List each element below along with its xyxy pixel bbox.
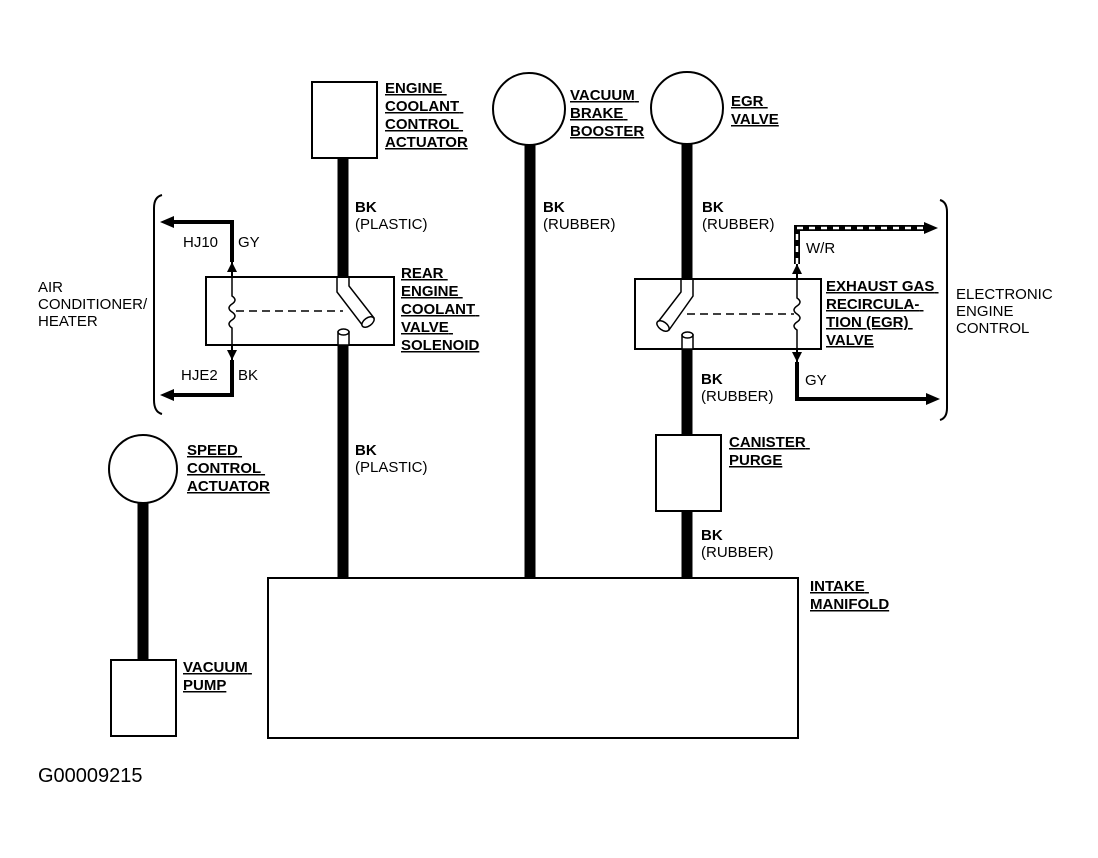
engine-coolant-control-actuator-box — [311, 81, 378, 159]
label-canister-purge: CANISTER PURGE — [729, 434, 810, 469]
label-egr-valve: EGR VALVE — [731, 93, 779, 128]
canister-purge-box — [655, 434, 722, 512]
label-hose-coolant-upper: BK (PLASTIC) — [355, 199, 428, 233]
eec-bracket — [939, 199, 948, 421]
rear-solenoid-coil-icon — [228, 277, 236, 345]
label-wire-hj10: HJ10 — [183, 234, 218, 251]
label-vacuum-brake-booster: VACUUM BRAKE BOOSTER — [570, 87, 644, 140]
intake-manifold-box — [267, 577, 799, 739]
wire-wr-tracer — [795, 226, 928, 264]
wire-hje2 — [172, 360, 234, 397]
ac-heater-bracket — [153, 194, 163, 415]
label-wire-hj10-color: GY — [238, 234, 260, 251]
egr-solenoid-coil-icon — [793, 279, 801, 349]
wire-gy-arrow — [926, 393, 940, 405]
figure-code: G00009215 — [38, 765, 143, 787]
label-hose-egr-middle: BK (RUBBER) — [701, 371, 774, 405]
label-hose-egr-lower: BK (RUBBER) — [701, 527, 774, 561]
label-hose-coolant-lower: BK (PLASTIC) — [355, 442, 428, 476]
label-hose-egr-upper: BK (RUBBER) — [702, 199, 775, 233]
wire-hj10 — [170, 220, 234, 262]
rear-solenoid-port-end — [337, 328, 350, 336]
speed-control-actuator-circle — [108, 434, 178, 504]
vacuum-brake-booster-circle — [492, 72, 566, 146]
wire-gy — [795, 362, 928, 401]
label-electronic-engine-control: ELECTRONIC ENGINE CONTROL — [956, 286, 1057, 337]
label-egr-solenoid: EXHAUST GAS RECIRCULA- TION (EGR) VALVE — [826, 278, 939, 349]
egr-solenoid-port-end — [681, 331, 694, 339]
label-hose-brake-booster: BK (RUBBER) — [543, 199, 616, 233]
egr-valve-circle — [650, 71, 724, 145]
label-vacuum-pump: VACUUM PUMP — [183, 659, 252, 694]
rear-solenoid-valve-end — [361, 316, 375, 328]
label-intake-manifold: INTAKE MANIFOLD — [810, 578, 889, 613]
wire-hj10-arrow — [160, 216, 174, 228]
label-engine-coolant-control-actuator: ENGINE COOLANT CONTROL ACTUATOR — [385, 80, 468, 151]
label-ac-heater: AIR CONDITIONER/ HEATER — [38, 279, 151, 330]
wire-hje2-arrow — [160, 389, 174, 401]
label-wire-wr: W/R — [806, 240, 835, 257]
label-wire-hje2: HJE2 — [181, 367, 218, 384]
label-wire-hje2-color: BK — [238, 367, 258, 384]
label-rear-coolant-solenoid: REAR ENGINE COOLANT VALVE SOLENOID — [401, 265, 480, 354]
wire-wr-arrow — [924, 222, 938, 234]
egr-solenoid-valve-end — [656, 320, 670, 332]
label-wire-gy: GY — [805, 372, 827, 389]
vacuum-pump-box — [110, 659, 177, 737]
label-speed-control-actuator: SPEED CONTROL ACTUATOR — [187, 442, 270, 495]
